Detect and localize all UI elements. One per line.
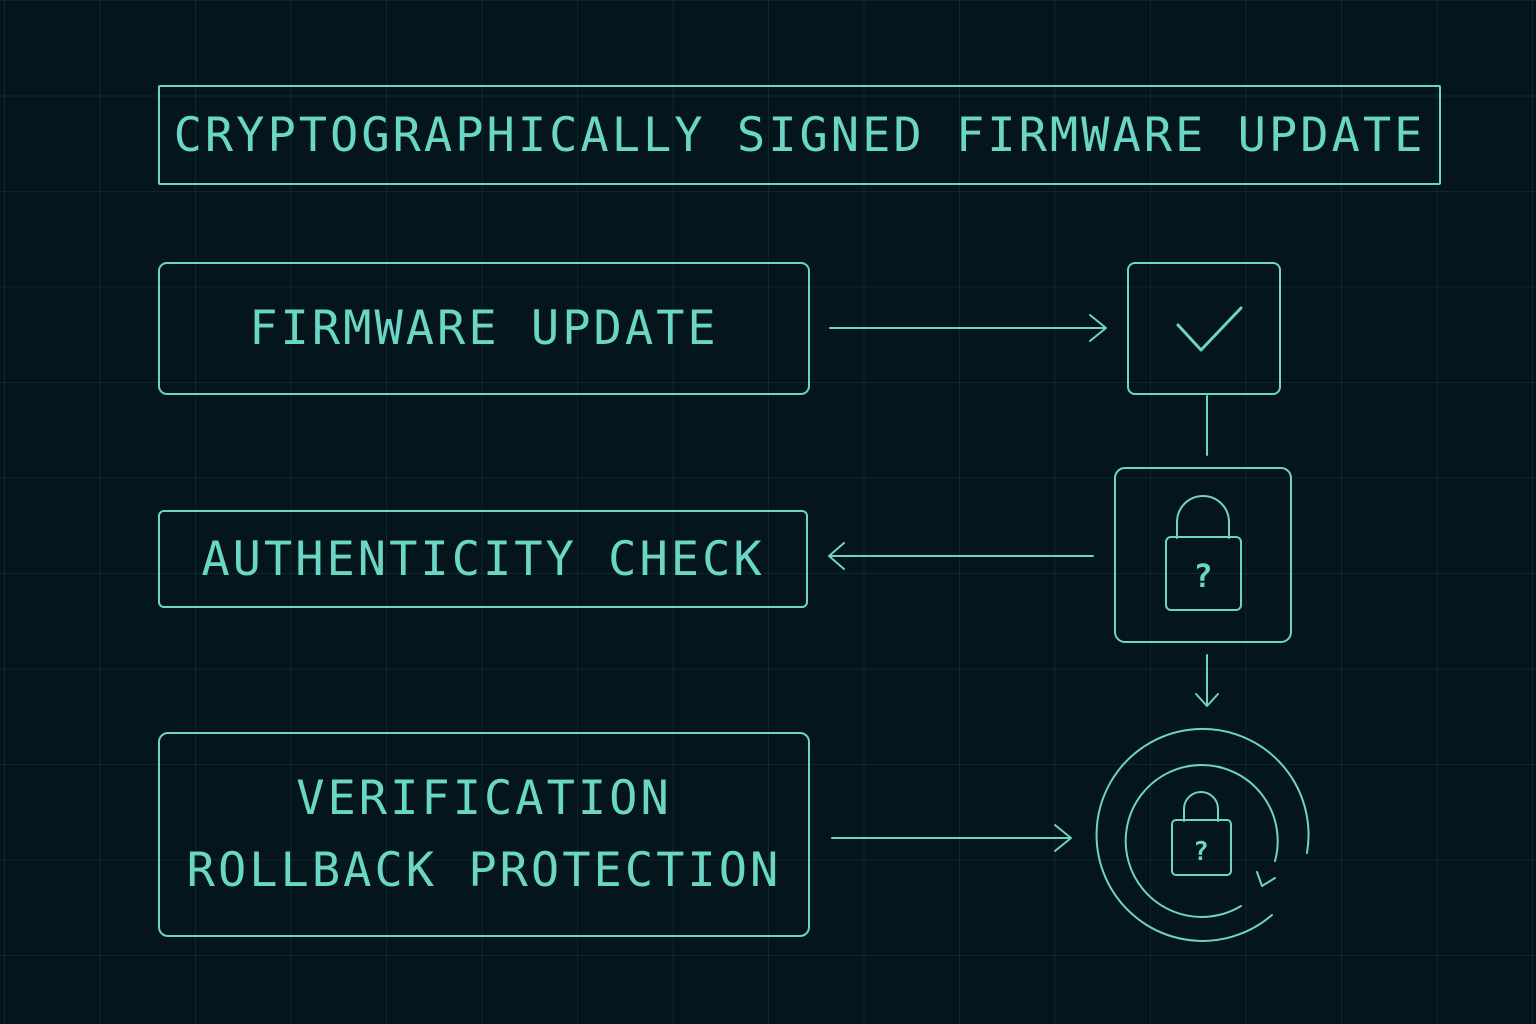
arrow-lock-to-authenticity xyxy=(828,542,1094,570)
arrow-verification-to-rollback xyxy=(831,824,1072,852)
rollback-protection-label: ROLLBACK PROTECTION xyxy=(186,842,782,898)
authenticity-check-label: AUTHENTICITY CHECK xyxy=(201,531,765,587)
checkmark-icon xyxy=(1127,262,1281,395)
diagram-title: CRYPTOGRAPHICALLY SIGNED FIRMWARE UPDATE xyxy=(173,107,1426,163)
circular-rollback-lock-icon: ? xyxy=(1095,727,1310,942)
firmware-update-box: FIRMWARE UPDATE xyxy=(158,262,810,395)
authenticity-check-box: AUTHENTICITY CHECK xyxy=(158,510,808,608)
lock-question-glyph: ? xyxy=(1193,557,1212,595)
verification-box: VERIFICATION ROLLBACK PROTECTION xyxy=(158,732,810,937)
rollback-lock-question-glyph: ? xyxy=(1193,837,1209,867)
diagram-title-box: CRYPTOGRAPHICALLY SIGNED FIRMWARE UPDATE xyxy=(158,85,1441,185)
verification-label: VERIFICATION xyxy=(296,770,672,826)
firmware-update-label: FIRMWARE UPDATE xyxy=(249,301,719,356)
arrow-firmware-to-check xyxy=(829,314,1107,342)
padlock-question-icon: ? xyxy=(1114,467,1292,643)
arrow-lock-to-rollback xyxy=(1195,654,1219,707)
